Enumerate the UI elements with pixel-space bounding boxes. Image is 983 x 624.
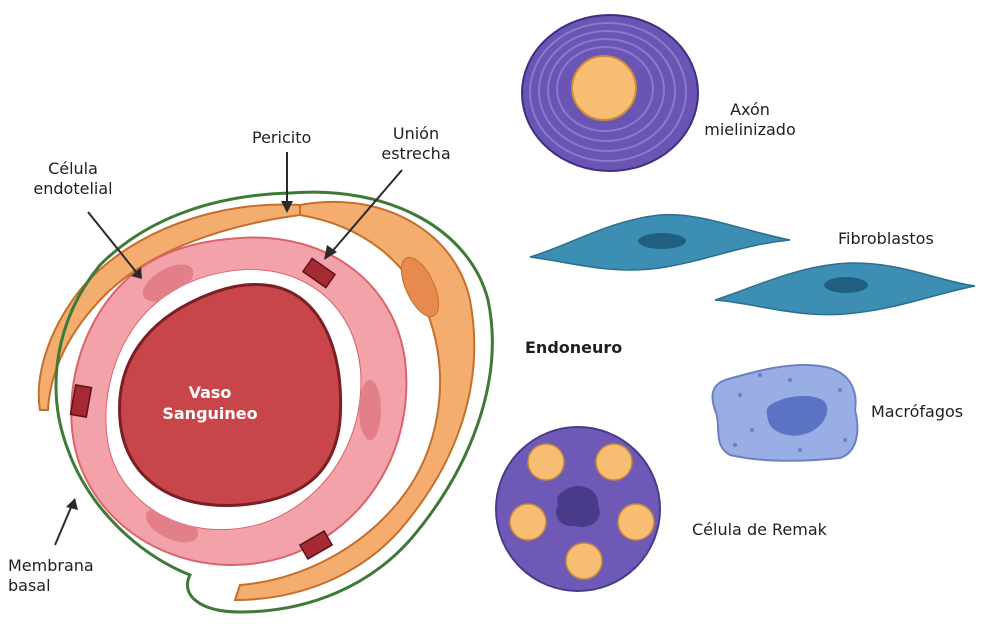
label-axon-line1: Axón: [700, 100, 800, 120]
label-endoneuro: Endoneuro: [525, 338, 622, 358]
macrophage: [712, 365, 857, 461]
label-fibroblastos: Fibroblastos: [838, 229, 934, 249]
endothelial-nucleus-2: [359, 380, 381, 440]
label-union-line2: estrecha: [372, 144, 460, 164]
label-membrana-basal: Membrana basal: [8, 556, 94, 596]
label-membrana-line2: basal: [8, 576, 94, 596]
remak-nucleus: [556, 486, 600, 527]
fibroblast-1: [530, 215, 790, 270]
label-vaso-line1: Vaso: [150, 382, 270, 403]
label-celula-endotelial: Célula endotelial: [28, 159, 118, 199]
label-celula-line1: Célula: [28, 159, 118, 179]
arrow-membrana: [55, 505, 72, 545]
label-axon-line2: mielinizado: [700, 120, 800, 140]
label-celula-remak: Célula de Remak: [692, 520, 827, 540]
label-macrofagos: Macrófagos: [871, 402, 963, 422]
label-union-line1: Unión: [372, 124, 460, 144]
axon-core: [572, 56, 636, 120]
label-celula-line2: endotelial: [28, 179, 118, 199]
fibroblast-2: [715, 263, 975, 315]
arrow-membrana-head: [66, 498, 78, 510]
label-vaso-line2: Sanguineo: [150, 403, 270, 424]
label-vaso-sanguineo: Vaso Sanguineo: [150, 382, 270, 424]
remak-cell: [496, 427, 660, 591]
myelinated-axon: [522, 15, 698, 171]
label-axon-mielinizado: Axón mielinizado: [700, 100, 800, 140]
label-pericito: Pericito: [252, 128, 311, 148]
label-membrana-line1: Membrana: [8, 556, 94, 576]
label-union-estrecha: Unión estrecha: [372, 124, 460, 164]
